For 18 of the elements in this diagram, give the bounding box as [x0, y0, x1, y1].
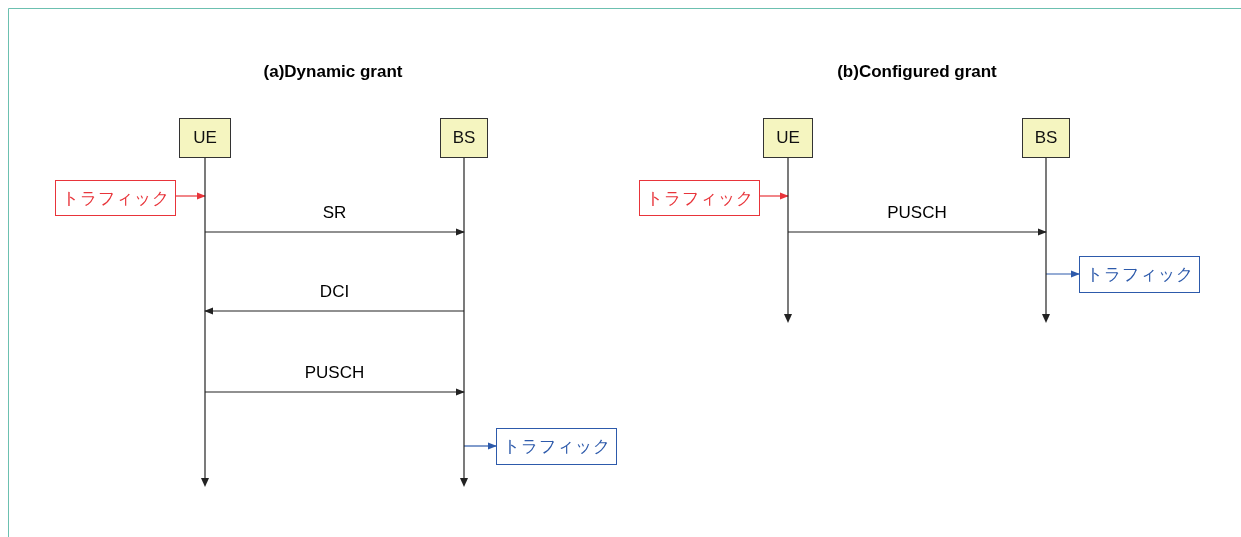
message-arrow	[787, 228, 1047, 236]
message-arrow	[204, 388, 465, 396]
message-arrow	[759, 192, 789, 200]
traffic-box: トラフィック	[496, 428, 617, 465]
message-arrow	[204, 307, 465, 315]
entity-box: UE	[763, 118, 813, 158]
message-arrow	[204, 228, 465, 236]
message-arrow	[463, 442, 497, 450]
entity-box: BS	[440, 118, 488, 158]
message-arrow	[175, 192, 206, 200]
traffic-box: トラフィック	[639, 180, 760, 216]
traffic-box: トラフィック	[55, 180, 176, 216]
entity-box: UE	[179, 118, 231, 158]
panel-title: (a)Dynamic grant	[263, 62, 403, 82]
message-arrow	[1045, 270, 1080, 278]
entity-box: BS	[1022, 118, 1070, 158]
traffic-box: トラフィック	[1079, 256, 1200, 293]
panel-title: (b)Configured grant	[837, 62, 997, 82]
